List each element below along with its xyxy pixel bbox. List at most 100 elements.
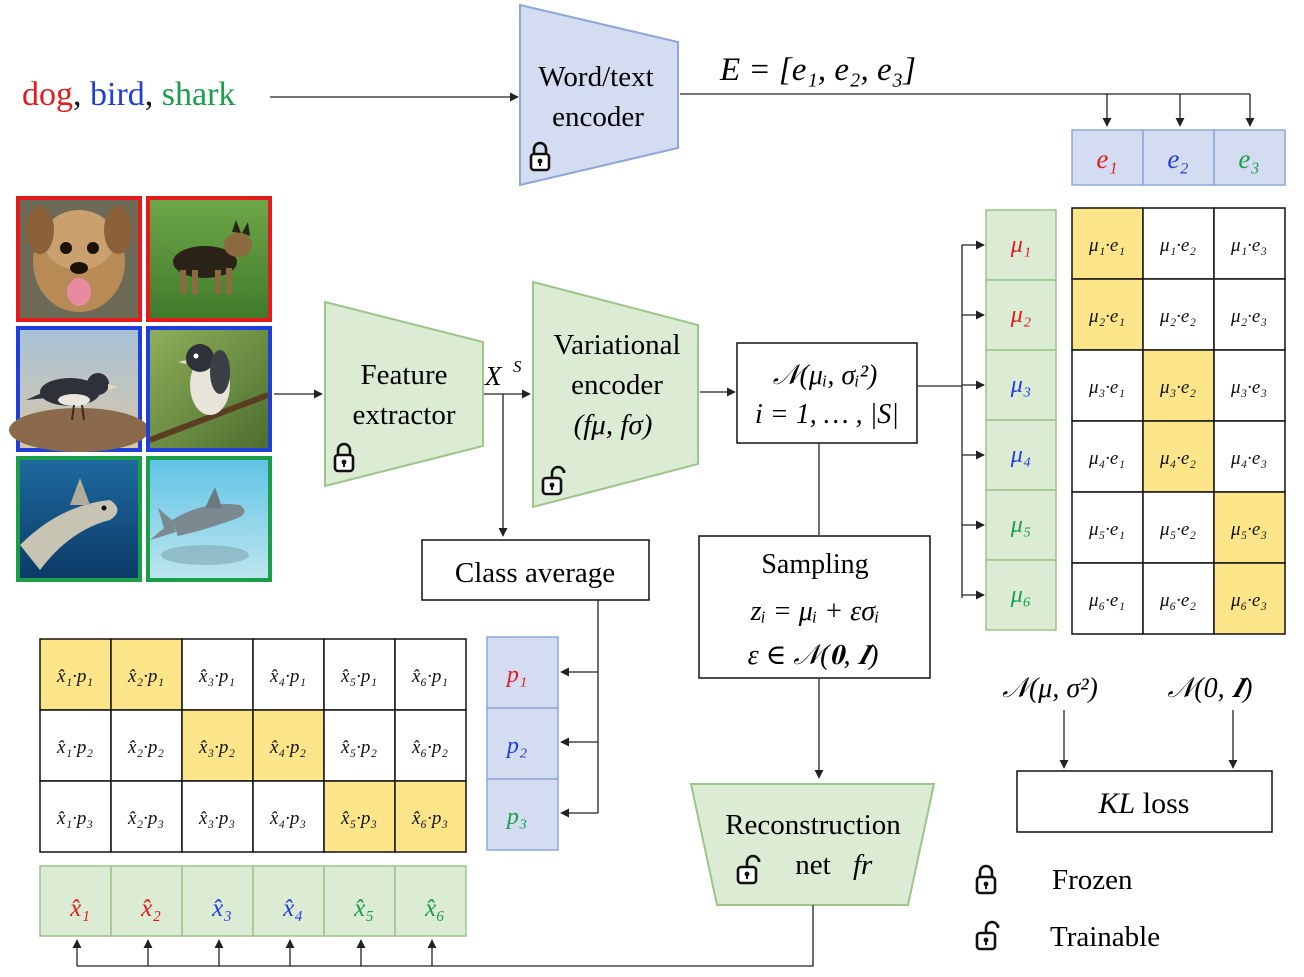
recon-cell (394, 638, 467, 711)
similarity-cell-text: μ₃·e₃ (1230, 377, 1267, 398)
similarity-cell-text: μ₅·e₂ (1159, 519, 1196, 540)
embedding-label: e₁ (1096, 144, 1117, 174)
recon-cell (39, 638, 112, 711)
recon-cell-text: x̂₁·p₁ (56, 666, 93, 687)
recon-cell (39, 780, 112, 853)
recon-cell (181, 638, 254, 711)
mean-box (985, 209, 1057, 281)
gaussian-box-line-2: i = 1, … , |S| (755, 399, 899, 430)
recon-cell (394, 780, 467, 853)
similarity-cell (1142, 491, 1215, 564)
similarity-cell (1213, 349, 1286, 422)
reconstruction-label: x̂₆ (424, 895, 445, 922)
similarity-cell (1213, 491, 1286, 564)
recon-cell (252, 709, 325, 782)
recon-cell-text: x̂₃·p₃ (198, 808, 235, 829)
embedding-label: e₂ (1167, 144, 1188, 174)
reconstruction-label: x̂₂ (140, 895, 161, 922)
recon-cell-text: x̂₄·p₃ (269, 808, 306, 829)
prototype-label: p₂ (505, 733, 527, 759)
mean-box (985, 489, 1057, 561)
similarity-cell (1213, 207, 1286, 280)
kl-loss-label: KL loss (1098, 787, 1190, 820)
recon-cell (110, 638, 183, 711)
recon-cell-text: x̂₁·p₂ (56, 737, 93, 758)
embedding-box (1213, 129, 1286, 186)
similarity-cell-text: μ₁·e₃ (1230, 235, 1267, 256)
similarity-cell (1071, 278, 1144, 351)
sampling-box-noise: ε ∈ 𝒩(𝟎, 𝑰) (748, 640, 879, 671)
recon-cell (110, 780, 183, 853)
reconstruction-label: x̂₁ (69, 895, 90, 922)
similarity-cell-text: μ₁·e₁ (1088, 235, 1125, 256)
similarity-cell-text: μ₆·e₃ (1230, 590, 1267, 611)
similarity-cell (1213, 562, 1286, 635)
kl-input-posterior: 𝒩(μ, σ²) (1002, 673, 1098, 704)
recon-cell-text: x̂₅·p₃ (340, 808, 377, 829)
recon-cell-text: x̂₂·p₃ (127, 808, 164, 829)
recon-cell-text: x̂₃·p₂ (198, 737, 235, 758)
class-average-label: Class average (455, 557, 615, 589)
recon-cell (323, 780, 396, 853)
similarity-cell (1213, 420, 1286, 493)
mean-arrows (962, 240, 985, 600)
word-encoder-label-2: encoder (552, 101, 644, 133)
similarity-cell-text: μ₅·e₁ (1088, 519, 1125, 540)
recon-cell-text: x̂₄·p₁ (269, 666, 306, 687)
feature-label-x: X (484, 361, 503, 391)
embedding-equation: E = [e₁, e₂, e₃] (719, 52, 916, 88)
feature-extractor-shape (324, 300, 484, 488)
similarity-cell-text: μ₄·e₂ (1159, 448, 1196, 469)
variational-encoder-label-2: encoder (571, 369, 663, 401)
reconstruction-box (323, 865, 396, 937)
image-tile-bird-1 (9, 326, 149, 452)
reconstruction-box (39, 865, 112, 937)
image-tile-shark-2 (146, 456, 272, 582)
embedding-box (1142, 129, 1215, 186)
prototype-label: p₁ (505, 662, 527, 688)
kl-input-prior: 𝒩(0, 𝑰) (1167, 673, 1252, 704)
legend-trainable-label: Trainable (1050, 921, 1160, 953)
reconstruction-box (181, 865, 254, 937)
reconstruction-label: x̂₃ (211, 895, 232, 922)
mean-label: μ₁ (1010, 232, 1031, 258)
recon-cell (39, 709, 112, 782)
recon-cell (110, 709, 183, 782)
variational-encoder-label-3: (fμ, fσ) (574, 409, 653, 441)
word-text-encoder-shape (519, 3, 679, 187)
recon-cell-text: x̂₂·p₁ (127, 666, 164, 687)
recon-net-label-3: fr (853, 849, 873, 881)
mean-box (985, 349, 1057, 421)
prototype-box (486, 707, 559, 780)
word-encoder-label-1: Word/text (538, 61, 653, 93)
image-tile-bird-2 (146, 326, 272, 452)
input-classes-text: dog, bird, shark (22, 76, 235, 113)
class-label-dog: dog (22, 76, 73, 113)
legend-frozen-label: Frozen (1052, 864, 1133, 896)
reconstruction-label: x̂₅ (353, 895, 374, 922)
recon-cell-text: x̂₁·p₃ (56, 808, 93, 829)
similarity-cell (1071, 491, 1144, 564)
image-tile-dog-2 (146, 196, 272, 322)
recon-cell-text: x̂₄·p₂ (269, 737, 306, 758)
sampling-box (698, 535, 931, 679)
gaussian-box-line-1: 𝒩(μᵢ, σᵢ²) (773, 360, 878, 391)
recon-cell (323, 709, 396, 782)
similarity-cell-text: μ₂·e₃ (1230, 306, 1267, 327)
class-separator: , (73, 76, 90, 113)
prototype-box (486, 636, 559, 709)
sampling-box-equation: zᵢ = μᵢ + εσᵢ (750, 596, 880, 627)
recon-cell (394, 709, 467, 782)
line-recon-to-xhat (77, 905, 814, 967)
mean-label: μ₃ (1010, 372, 1031, 398)
similarity-cell-text: μ₆·e₁ (1088, 590, 1125, 611)
class-label-shark: shark (162, 76, 236, 113)
feature-extractor-label-1: Feature (361, 359, 448, 391)
similarity-cell (1142, 562, 1215, 635)
similarity-cell-text: μ₄·e₁ (1088, 448, 1125, 469)
similarity-cell-text: μ₃·e₁ (1088, 377, 1125, 398)
